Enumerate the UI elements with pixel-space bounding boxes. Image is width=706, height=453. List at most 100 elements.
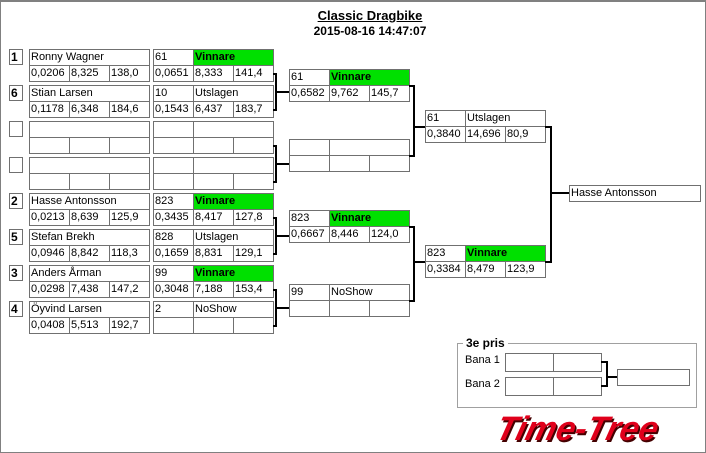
reaction-time: 0,0408 [29, 317, 70, 334]
speed: 138,0 [109, 65, 150, 82]
rider-name[interactable] [29, 121, 150, 138]
elapsed-time [329, 300, 370, 317]
reaction-time: 0,1178 [29, 101, 70, 118]
reaction-time [153, 317, 194, 334]
event-datetime: 2015-08-16 14:47:07 [313, 24, 427, 38]
elapsed-time [69, 137, 110, 154]
speed [369, 300, 410, 317]
third-place-winner[interactable] [617, 369, 690, 386]
connector [601, 361, 607, 363]
bracket-connector [409, 300, 414, 302]
bracket-connector [413, 226, 415, 302]
page-title: Classic Dragbike [317, 8, 423, 23]
connector [606, 361, 608, 387]
result-status: Vinnare [193, 265, 274, 282]
reaction-time [153, 173, 194, 190]
speed: 147,2 [109, 281, 150, 298]
bracket-connector [545, 261, 551, 263]
bracket-connector [550, 192, 569, 194]
reaction-time: 0,3048 [153, 281, 194, 298]
reaction-time: 0,0298 [29, 281, 70, 298]
elapsed-time [69, 173, 110, 190]
speed [109, 173, 150, 190]
reaction-time: 0,0651 [153, 65, 194, 82]
elapsed-time: 8,417 [193, 209, 234, 226]
elapsed-time: 8,831 [193, 245, 234, 262]
speed [233, 317, 274, 334]
bike-number: 2 [153, 301, 194, 318]
reaction-time: 0,1543 [153, 101, 194, 118]
reaction-time: 0,3384 [425, 261, 466, 278]
reaction-time: 0,6667 [289, 226, 330, 243]
elapsed-time: 5,513 [69, 317, 110, 334]
reaction-time: 0,0206 [29, 65, 70, 82]
elapsed-time: 8,325 [69, 65, 110, 82]
rider-name[interactable]: Stian Larsen [29, 85, 150, 102]
speed: 124,0 [369, 226, 410, 243]
third-place-title: 3e pris [463, 336, 508, 350]
reaction-time: 0,0946 [29, 245, 70, 262]
connector [601, 385, 607, 387]
reaction-time: 0,0213 [29, 209, 70, 226]
bike-number: 823 [289, 210, 330, 227]
speed [109, 137, 150, 154]
result-status [193, 121, 274, 138]
rider-name[interactable]: Anders Årman [29, 265, 150, 282]
bracket-connector [275, 235, 289, 237]
seed-number: 3 [9, 265, 23, 281]
rider-name[interactable]: Ronny Wagner [29, 49, 150, 66]
bracket-connector [275, 163, 289, 165]
rider-name[interactable]: Hasse Antonsson [29, 193, 150, 210]
result-status: NoShow [193, 301, 274, 318]
lane2-cell[interactable] [553, 377, 602, 396]
bracket-connector [550, 126, 552, 263]
seed-number [9, 121, 23, 137]
elapsed-time [329, 155, 370, 172]
bike-number: 61 [153, 49, 194, 66]
lane2-label: Bana 2 [465, 378, 500, 390]
result-status: Utslagen [193, 85, 274, 102]
bracket-connector [409, 155, 414, 157]
bracket-connector [545, 126, 551, 128]
bike-number: 10 [153, 85, 194, 102]
bike-number: 99 [289, 284, 330, 301]
bracket-connector [409, 226, 414, 228]
result-status: Vinnare [329, 210, 410, 227]
elapsed-time: 9,762 [329, 85, 370, 102]
rider-name[interactable] [29, 157, 150, 174]
result-status [193, 157, 274, 174]
bike-number: 828 [153, 229, 194, 246]
bike-number [153, 157, 194, 174]
elapsed-time: 7,188 [193, 281, 234, 298]
bike-number: 823 [153, 193, 194, 210]
seed-number [9, 157, 23, 173]
connector [606, 376, 617, 378]
elapsed-time: 14,696 [465, 126, 506, 143]
rider-name[interactable]: Stefan Brekh [29, 229, 150, 246]
speed: 183,7 [233, 101, 274, 118]
bracket-connector [275, 307, 289, 309]
lane1-label: Bana 1 [465, 354, 500, 366]
reaction-time [29, 137, 70, 154]
seed-number: 1 [9, 49, 23, 65]
speed: 141,4 [233, 65, 274, 82]
reaction-time: 0,1659 [153, 245, 194, 262]
bike-number: 61 [289, 69, 330, 86]
lane1-cell[interactable] [505, 353, 554, 372]
third-place-group [457, 343, 697, 408]
bike-number: 99 [153, 265, 194, 282]
time-tree-logo: Time-Tree [492, 410, 663, 448]
lane1-cell[interactable] [553, 353, 602, 372]
bike-number [153, 121, 194, 138]
elapsed-time [193, 137, 234, 154]
speed: 125,9 [109, 209, 150, 226]
rider-name[interactable]: Öyvind Larsen [29, 301, 150, 318]
bike-number: 823 [425, 245, 466, 262]
bracket-connector [409, 85, 414, 87]
reaction-time [289, 300, 330, 317]
bracket-connector [275, 91, 289, 93]
elapsed-time: 8,446 [329, 226, 370, 243]
bracket-connector [413, 85, 415, 157]
elapsed-time: 6,348 [69, 101, 110, 118]
lane2-cell[interactable] [505, 377, 554, 396]
